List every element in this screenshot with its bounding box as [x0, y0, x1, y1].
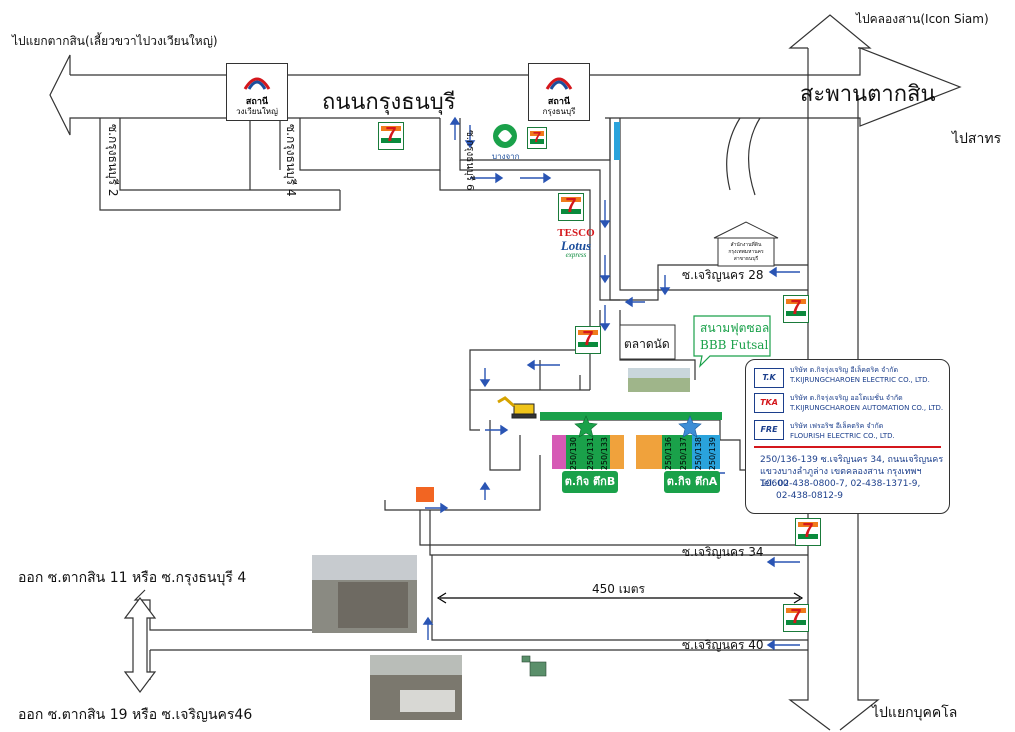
company-2-en: T.KIJRUNGCHAROEN AUTOMATION CO., LTD.: [790, 404, 944, 412]
address-line-1: 250/136-139 ซ.เจริญนคร 34, ถนนเจริญนคร: [760, 455, 944, 465]
divider: [754, 446, 941, 448]
fre-logo: FRE: [754, 420, 784, 440]
exit-1-label: ออก ซ.ตากสิน 11 หรือ ซ.กรุงธนบุรี 4: [18, 570, 247, 586]
bangchak-label: บางจาก: [492, 152, 520, 161]
soi-krung-6-label: ซ.กรุงธนบุรี 6: [464, 130, 475, 191]
unit-label: 250/137: [679, 437, 688, 471]
company-1-en: T.KIJRUNGCHAROEN ELECTRIC CO., LTD.: [790, 376, 930, 384]
seven-eleven-logo: 7: [783, 295, 809, 323]
building-b-tag: ต.กิจ ตึกB: [562, 471, 618, 493]
unit-label: 250/130: [569, 437, 578, 471]
futsal-en-label: BBB Futsal: [700, 338, 769, 352]
seven-eleven-logo: 7: [795, 518, 821, 546]
exit-2-label: ออก ซ.ตากสิน 19 หรือ ซ.เจริญนคร46: [18, 707, 253, 723]
distance-label: 450 เมตร: [592, 582, 645, 596]
company-1-th: บริษัท ต.กิจรุ่งเจริญ อีเล็คตริค จำกัด: [790, 366, 898, 374]
company-2-th: บริษัท ต.กิจรุ่งเจริญ ออโตเมชั่น จำกัด: [790, 394, 903, 402]
direction-bukkhalo: ไปแยกบุคคโล: [872, 705, 958, 721]
phone-line-1: Tel. 02-438-0800-7, 02-438-1371-9,: [760, 479, 921, 489]
seven-eleven-logo: 7: [783, 604, 809, 632]
star-icon: [678, 415, 702, 438]
seven-eleven-logo: 7: [575, 326, 601, 354]
road-main-label: ถนนกรุงธนบุรี: [322, 90, 456, 115]
house-icon: [713, 221, 779, 267]
bridge-label: สะพานตากสิน: [800, 82, 936, 107]
building-a-tag: ต.กิจ ตึกA: [664, 471, 720, 493]
company-info-box: T.K บริษัท ต.กิจรุ่งเจริญ อีเล็คตริค จำก…: [745, 359, 950, 514]
station-sub: วงเวียนใหญ่: [236, 107, 278, 116]
bts-logo: [545, 77, 573, 90]
soi-charoen-40-label: ซ.เจริญนคร 40: [682, 638, 764, 652]
soi-charoen-34-label: ซ.เจริญนคร 34: [682, 545, 764, 559]
futsal-th-label: สนามฟุตซอล: [700, 321, 770, 335]
station-name: สถานี: [547, 97, 571, 107]
bts-logo: [243, 77, 271, 90]
tka-logo: TKA: [754, 393, 784, 413]
bts-station-wongwian-yai: สถานี วงเวียนใหญ่: [226, 63, 288, 121]
direction-sathorn: ไปสาทร: [952, 131, 1002, 147]
market-label: ตลาดนัด: [624, 337, 670, 351]
seven-eleven-logo: 7: [527, 127, 547, 149]
seven-eleven-logo: 7: [558, 193, 584, 221]
phone-line-2: 02-438-0812-9: [776, 491, 844, 501]
soi-charoen-28-label: ซ.เจริญนคร 28: [682, 268, 764, 282]
unit-label: 250/133: [600, 437, 609, 471]
transformer-icon: [521, 655, 547, 677]
tk-logo: T.K: [754, 368, 784, 388]
soi-krung-4-label: ซ.กรุงธนบุรี 4: [284, 124, 298, 197]
bangchak-logo: [493, 124, 517, 148]
unit-label: 250/139: [708, 437, 717, 471]
star-icon: [574, 415, 598, 438]
company-3-en: FLOURISH ELECTRIC CO., LTD.: [790, 432, 895, 440]
soi-krung-2-label: ซ.กรุงธนบุรี 2: [106, 124, 120, 197]
direction-top-left: ไปแยกตากสิน(เลี้ยวขวาไปวงเวียนใหญ่): [12, 34, 218, 48]
tesco-lotus-logo: TESCO Lotus express: [557, 227, 595, 259]
direction-top-right: ไปคลองสาน(Icon Siam): [856, 12, 989, 26]
bts-station-krung-thonburi: สถานี กรุงธนบุรี: [528, 63, 590, 121]
station-sub: กรุงธนบุรี: [542, 107, 576, 116]
seven-eleven-logo: 7: [378, 122, 404, 150]
excavator-icon: [497, 396, 537, 419]
unit-label: 250/136: [664, 437, 673, 471]
company-3-th: บริษัท เฟรอริช อีเล็คตริค จำกัด: [790, 422, 884, 430]
address-line-2: แขวงบางลำภูล่าง เขตคลองสาน กรุงเทพฯ 1060…: [760, 467, 922, 489]
district-office-label: สำนักงานที่ดิน กรุงเทพมหานคร สาขาธนบุรี: [728, 242, 764, 262]
unit-label: 250/138: [694, 437, 703, 471]
unit-label: 250/131: [586, 437, 595, 471]
station-name: สถานี: [245, 97, 269, 107]
